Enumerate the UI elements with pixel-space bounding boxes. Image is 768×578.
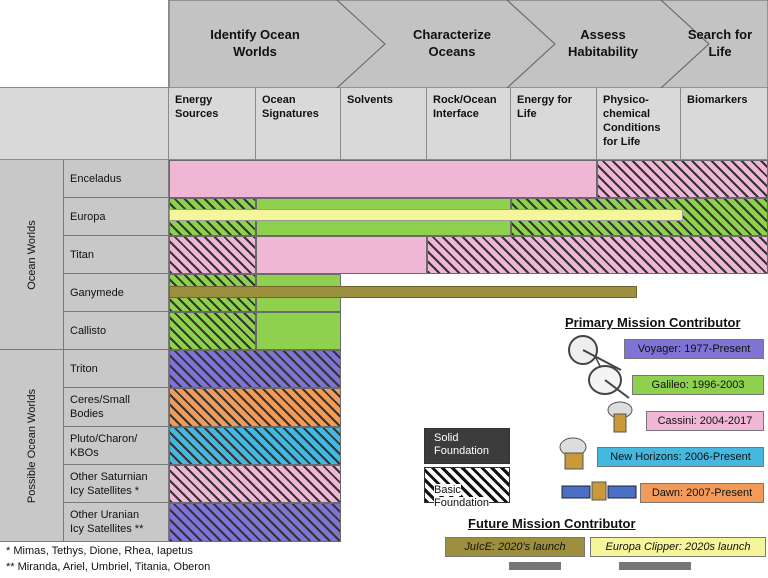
triton-bar (169, 350, 341, 388)
enceladus-basic-bar (597, 160, 768, 198)
mission-voyager: Voyager: 1977-Present (624, 339, 764, 359)
row-enceladus: Enceladus (64, 160, 169, 198)
row-callisto: Callisto (64, 312, 169, 350)
legend-basic: Basic Foundation (424, 467, 510, 509)
row-pluto: Pluto/Charon/ KBOs (64, 427, 169, 465)
callisto-solid-bar (256, 312, 341, 350)
dawn-icon (561, 481, 637, 501)
legend-solid: Solid Foundation (424, 428, 510, 464)
future-title: Future Mission Contributor (468, 516, 636, 531)
enceladus-solid-bar (169, 160, 597, 198)
row-titan: Titan (64, 236, 169, 274)
footnote-saturnian: * Mimas, Tethys, Dione, Rhea, Iapetus (6, 545, 193, 557)
primary-title: Primary Mission Contributor (565, 315, 741, 330)
column-energy-sources: Energy Sources (169, 88, 256, 160)
mission-dawn: Dawn: 2007-Present (640, 483, 764, 503)
column-biomarkers: Biomarkers (681, 88, 768, 160)
row-ceres: Ceres/Small Bodies (64, 388, 169, 427)
juice-bar (169, 286, 637, 298)
mission-europa-clipper: Europa Clipper: 2020s launch (590, 537, 766, 557)
galileo-icon (588, 365, 630, 399)
footnote-uranian: ** Miranda, Ariel, Umbriel, Titania, Obe… (6, 561, 211, 573)
legend-basic-label: Basic Foundation (434, 484, 490, 509)
stage-characterize: Characterize Oceans (412, 27, 492, 59)
stage-search: Search for Life (687, 27, 753, 59)
stage-identify: Identify Ocean Worlds (210, 27, 300, 59)
stage-habitability: Assess Habitability (567, 27, 639, 59)
group-possible-ocean-worlds: Possible Ocean Worlds (0, 350, 64, 542)
subheader-corner (0, 88, 169, 160)
column-physico-chemical: Physico- chemical Conditions for Life (597, 88, 681, 160)
cassini-icon (607, 401, 633, 433)
column-energy-for-life: Energy for Life (511, 88, 597, 160)
column-solvents: Solvents (341, 88, 427, 160)
saturnian-bar (169, 465, 341, 503)
row-triton: Triton (64, 350, 169, 388)
row-saturnian: Other Saturnian Icy Satellites * (64, 465, 169, 503)
row-uranian: Other Uranian Icy Satellites ** (64, 503, 169, 542)
row-ganymede: Ganymede (64, 274, 169, 312)
group-ocean-worlds: Ocean Worlds (0, 160, 64, 350)
mission-juice: JuIcE: 2020's launch (445, 537, 585, 557)
column-rock-ocean: Rock/Ocean Interface (427, 88, 511, 160)
new-horizons-icon (559, 437, 587, 470)
pluto-bar (169, 427, 341, 465)
mission-galileo: Galileo: 1996-2003 (632, 375, 764, 395)
stage-arrows (169, 0, 768, 88)
corner-cell (0, 0, 169, 88)
column-ocean-signatures: Ocean Signatures (256, 88, 341, 160)
titan-solid-bar (256, 236, 427, 274)
row-europa: Europa (64, 198, 169, 236)
clipper-spacecraft-icon (619, 562, 691, 570)
mission-cassini: Cassini: 2004-2017 (646, 411, 764, 431)
mission-new-horizons: New Horizons: 2006-Present (597, 447, 764, 467)
ceres-bar (169, 388, 341, 427)
uranian-bar (169, 503, 341, 542)
callisto-basic-bar (169, 312, 256, 350)
juice-spacecraft-icon (509, 562, 561, 570)
europa-clipper-bar (169, 209, 683, 221)
titan-basic-bar-2 (427, 236, 768, 274)
voyager-icon (568, 335, 622, 377)
titan-basic-bar-1 (169, 236, 256, 274)
